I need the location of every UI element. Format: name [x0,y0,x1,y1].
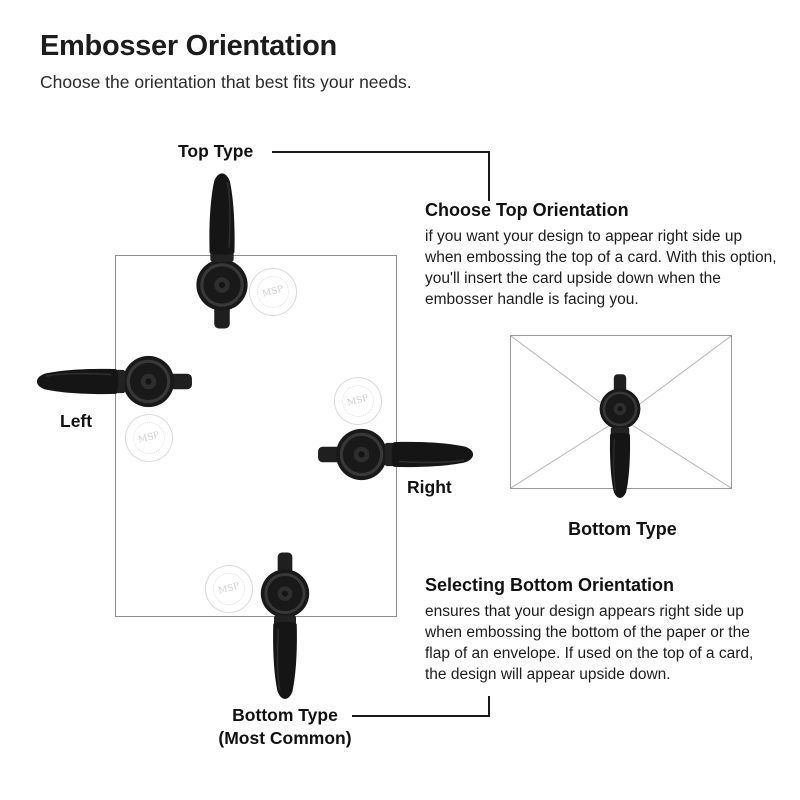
selecting-bottom-orientation-heading: Selecting Bottom Orientation [425,575,675,595]
bottom-type-label-line2: (Most Common) [218,728,352,748]
bottom-connector-horizontal-line [352,715,490,717]
right-label: Right [407,477,452,497]
seal-text: MSP [253,272,293,312]
embosser-bottom-icon [259,551,311,701]
selecting-bottom-orientation-body: ensures that your design appears right s… [425,603,754,683]
seal-text: MSP [129,418,169,458]
bottom-type-label: Bottom Type (Most Common) [175,704,395,750]
bottom-type-label-line1: Bottom Type [232,705,338,725]
embosser-right-icon [316,427,475,482]
choose-top-orientation-body: if you want your design to appear right … [425,228,777,308]
top-connector-vertical-line [488,151,490,201]
top-connector-horizontal-line [272,151,490,153]
embosser-top-icon [194,171,250,330]
envelope-bottom-type-label: Bottom Type [568,519,677,539]
embosser-envelope-icon [598,373,642,500]
seal-text: MSP [338,381,378,421]
page-subtitle: Choose the orientation that best fits yo… [40,72,412,92]
embosser-left-icon [35,354,194,409]
choose-top-orientation-heading: Choose Top Orientation [425,200,629,220]
bottom-connector-vertical-line [488,696,490,717]
left-label: Left [60,411,93,431]
seal-text: MSP [209,569,249,609]
top-type-label: Top Type [178,141,254,161]
page-title: Embosser Orientation [40,30,337,62]
